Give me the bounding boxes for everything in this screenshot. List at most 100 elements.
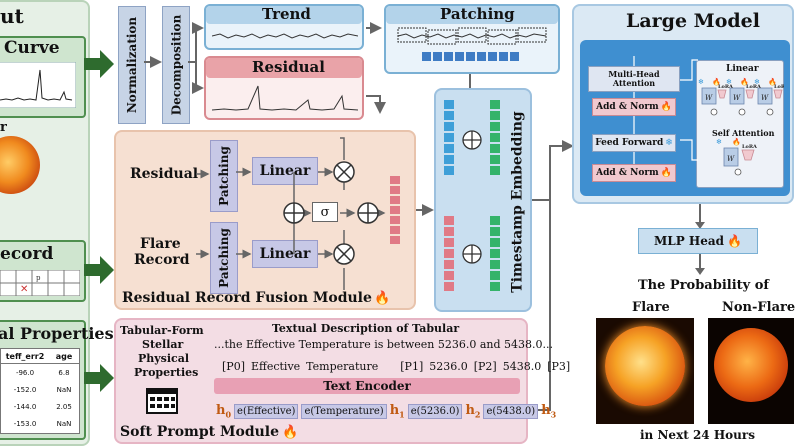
residual-header [206,58,362,78]
svg-text:🔥: 🔥 [740,77,749,86]
table-icon [146,388,178,414]
fire-icon: 🔥 [660,102,672,112]
cell: 6.8 [58,368,70,377]
normalization-box: Normalization [118,6,146,124]
fire-icon: 🔥 [660,168,672,178]
otimes-bottom [333,243,355,265]
h2: h2 [465,402,481,420]
feed-forward: Feed Forward❄ [592,134,676,152]
oplus-left [283,202,305,224]
mlp-to-output [695,254,705,275]
otimes-top [333,161,355,183]
fusion-residual-label: Residual [130,166,199,182]
prompt-left-1: Tabular-Form [120,324,204,337]
output-nonflare-label: Non-Flare [722,300,796,315]
svg-text:LoRA: LoRA [742,144,757,150]
fusion-patching-1: Patching [210,140,238,212]
trend-label: Trend [262,5,311,23]
green-arrows [84,50,114,392]
cell: -152.0 [13,385,37,394]
add-norm-1: Add & Norm🔥 [592,98,676,116]
svg-text:❄: ❄ [726,78,732,86]
svg-text:W: W [705,94,713,102]
lora-linear-label: Linear [726,64,759,74]
cell: NaN [56,419,72,428]
th-age: age [55,351,73,361]
lora-detail [696,60,784,188]
prompt-left-4: Properties [134,366,199,379]
fusion-linear-2: Linear [252,240,318,268]
residual-label: Residual [252,58,325,76]
svg-text:🔥: 🔥 [712,77,721,86]
mha-box: Multi-Head Attention [588,66,680,92]
lora-self-attention-label: Self Attention [712,128,775,138]
th-teff: teff_err2 [5,351,45,361]
input-title: ut [0,4,24,28]
trend-wave [212,33,358,39]
flare-sun-image [596,318,694,424]
svg-text:LoRA: LoRA [774,84,784,90]
e-temperature: e(Temperature) [301,403,387,419]
token: [P2] [473,360,497,373]
cell: NaN [56,385,72,394]
light-curve-line [0,69,73,101]
svg-text:✕: ✕ [20,284,28,295]
model-flow [633,56,698,164]
image-label-fragment: r [0,120,7,135]
prompt-left-2: Stellar [142,338,184,351]
svg-text:W: W [761,94,769,102]
token: 5236.0 [429,360,468,373]
token: [P1] [400,360,424,373]
cell: 2.05 [56,402,72,411]
token: [P0] [222,360,245,373]
e-5438: e(5438.0) [483,403,539,419]
normalization-label: Normalization [125,16,139,114]
mlp-head: MLP Head🔥 [638,228,758,254]
record-label: ecord [0,244,54,264]
embedding-tokens [444,100,500,291]
h3: h3 [541,402,557,420]
nonflare-sun-image [708,318,794,424]
light-curve [0,62,76,108]
fusion-title: Residual Record Fusion Module [122,290,372,306]
h0: h0 [216,402,232,420]
patching-top-header [386,6,558,24]
cell: -144.0 [13,402,37,411]
fusion-ops [196,137,400,290]
arrow-properties [84,364,114,392]
model-title: Large Model [626,10,760,32]
svg-text:❄: ❄ [754,78,760,86]
trend-header [206,6,362,24]
prompt-desc-title: Textual Description of Tabular [272,322,460,335]
properties-label: al Properties [0,324,114,343]
fusion-flare-label-2: Record [134,252,190,268]
svg-text:❄: ❄ [698,78,704,86]
token: 5438.0 [502,360,542,373]
output-prob-label: The Probability of [638,278,769,293]
curve-label: Curve [4,38,60,58]
patching-top-label: Patching [440,5,515,23]
prompt-title: Soft Prompt Module [120,424,280,440]
svg-text:🔥: 🔥 [732,137,741,146]
e-5236: e(5236.0) [407,403,463,419]
svg-text:❄: ❄ [716,138,722,146]
prompt-desc-text: ...the Effective Temperature is between … [214,338,554,351]
fire-icon: 🔥 [727,234,742,248]
snowflake-icon: ❄ [665,138,673,148]
output-flare-label: Flare [632,300,670,315]
fusion-patching-2: Patching [210,222,238,294]
record-grid: ✕ p [0,270,80,296]
arrow-record [84,256,114,284]
residual-wave [212,85,358,111]
svg-text:W: W [733,94,741,102]
model-to-mlp [695,204,705,229]
svg-text:p: p [36,274,41,282]
oplus-right [357,202,379,224]
text-encoder: Text Encoder [214,378,520,394]
token: [P3] [547,360,571,373]
arrow-curve [84,50,114,78]
h1: h1 [389,402,405,420]
prompt-left-3: Physical [138,352,190,365]
